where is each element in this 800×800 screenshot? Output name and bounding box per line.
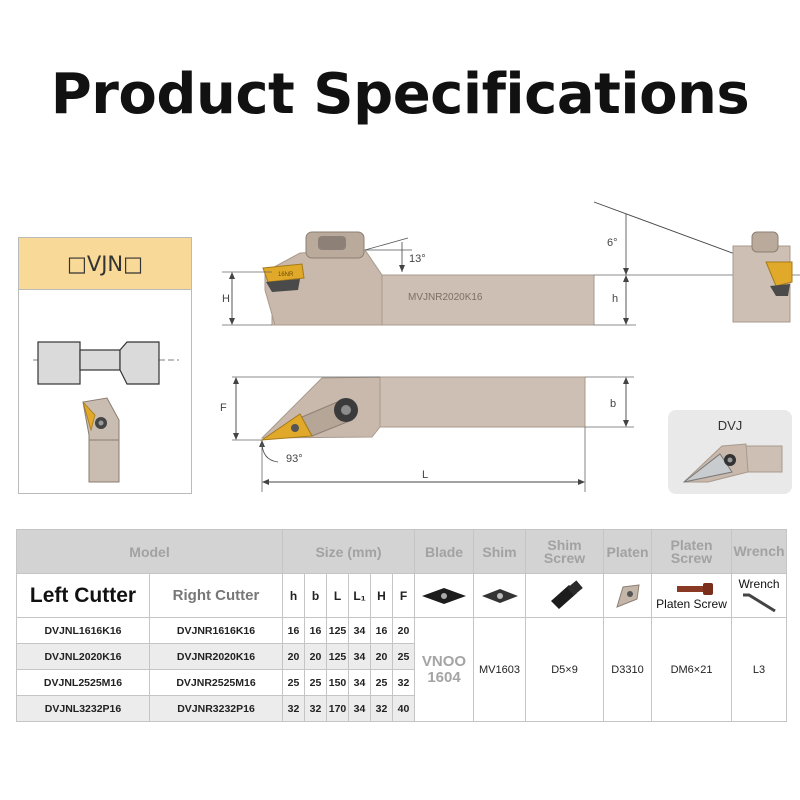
shim-image [473,573,527,618]
cell-right-model: DVJNR2525M16 [148,669,284,696]
subheader-right-cutter: Right Cutter [148,573,284,618]
cell-L: 170 [326,695,350,722]
variant-label: □VJN□ [19,238,191,290]
table-row: DVJNL3232P16 DVJNR3232P16 32 32 170 34 3… [16,695,787,722]
cell-left-model: DVJNL2020K16 [16,643,150,670]
subheader-F: F [392,573,416,618]
shim-screw-image [525,573,605,618]
cell-left-model: DVJNL2525M16 [16,669,150,696]
subheader-H: H [370,573,394,618]
dim-F: F [220,402,227,414]
page-title: Product Specifications [50,62,750,127]
header-size: Size (mm) [282,529,416,574]
cell-H: 32 [370,695,394,722]
cell-H: 20 [370,643,394,670]
cell-H: 25 [370,669,394,696]
cell-b: 32 [304,695,328,722]
dim-H-side: H [222,293,230,305]
cell-h: 25 [282,669,306,696]
wrench-image: Wrench [731,573,788,618]
cell-L1: 34 [348,643,372,670]
cell-h: 16 [282,617,306,644]
cell-right-model: DVJNR2020K16 [148,643,284,670]
dim-L: L [422,469,428,481]
cell-L: 150 [326,669,350,696]
cell-wrench: L3 [731,617,788,722]
cell-b: 25 [304,669,328,696]
table-group-header: Model Size (mm) Blade Shim Shim Screw Pl… [15,529,788,574]
dim-angle-top: 13° [409,253,426,265]
dim-angle-lead: 93° [286,453,303,465]
cell-b: 20 [304,643,328,670]
platen-screw-image: Platen Screw [651,573,733,618]
cell-L1: 34 [348,617,372,644]
table-sub-header: Left Cutter Right Cutter h b L L₁ H F Pl… [16,573,788,618]
subheader-left-cutter: Left Cutter [16,573,150,618]
cell-L: 125 [326,643,350,670]
table-row: DVJNL2020K16 DVJNR2020K16 20 20 125 34 2… [16,643,787,670]
variant-panel: □VJN□ [18,237,192,494]
cell-left-model: DVJNL1616K16 [16,617,150,644]
header-model: Model [15,529,284,574]
dvj-label: DVJ [717,418,743,433]
dvj-diagram [682,443,783,483]
header-platen-screw: Platen Screw [651,529,733,574]
cell-F: 40 [392,695,416,722]
header-shim: Shim [473,529,527,574]
cell-F: 32 [392,669,416,696]
cell-platen-screw: DM6×21 [651,617,733,722]
cell-shim-screw: D5×9 [525,617,605,722]
dim-h-side: h [612,293,618,305]
cell-L1: 34 [348,669,372,696]
cell-right-model: DVJNR1616K16 [148,617,284,644]
platen-image [603,573,653,618]
cell-platen: D3310 [603,617,653,722]
header-platen: Platen [603,529,653,574]
cell-h: 32 [282,695,306,722]
dim-angle-side: 6° [607,237,618,249]
variant-diagram [33,341,179,483]
cell-L: 125 [326,617,350,644]
subheader-wrench: Wrench [738,576,780,591]
top-view: F b 93° L [220,376,634,492]
subheader-L: L [326,573,350,618]
subheader-L1: L₁ [348,573,372,618]
cell-F: 20 [392,617,416,644]
side-view: 16NR MVJNR2020K16 H 13° h 6° [222,201,800,326]
insert-marking: 16NR [278,272,294,278]
cell-F: 25 [392,643,416,670]
cell-left-model: DVJNL3232P16 [16,695,150,722]
subheader-h: h [282,573,306,618]
blade-image [414,573,475,618]
dim-b: b [610,398,616,410]
cell-H: 16 [370,617,394,644]
subheader-platen-screw: Platen Screw [656,596,727,611]
cell-blade: VNOO 1604 [414,617,475,722]
header-shim-screw: Shim Screw [525,529,605,574]
cell-L1: 34 [348,695,372,722]
table-row: DVJNL1616K16 DVJNR1616K16 16 16 125 34 1… [16,617,788,722]
cell-right-model: DVJNR3232P16 [148,695,284,722]
subheader-b: b [304,573,328,618]
dvj-panel: DVJ [668,410,792,494]
tool-marking: MVJNR2020K16 [408,292,483,303]
cell-h: 20 [282,643,306,670]
cell-b: 16 [304,617,328,644]
header-blade: Blade [414,529,475,574]
spec-table: Model Size (mm) Blade Shim Shim Screw Pl… [15,529,788,722]
header-wrench: Wrench [731,529,788,574]
cell-shim: MV1603 [473,617,527,722]
